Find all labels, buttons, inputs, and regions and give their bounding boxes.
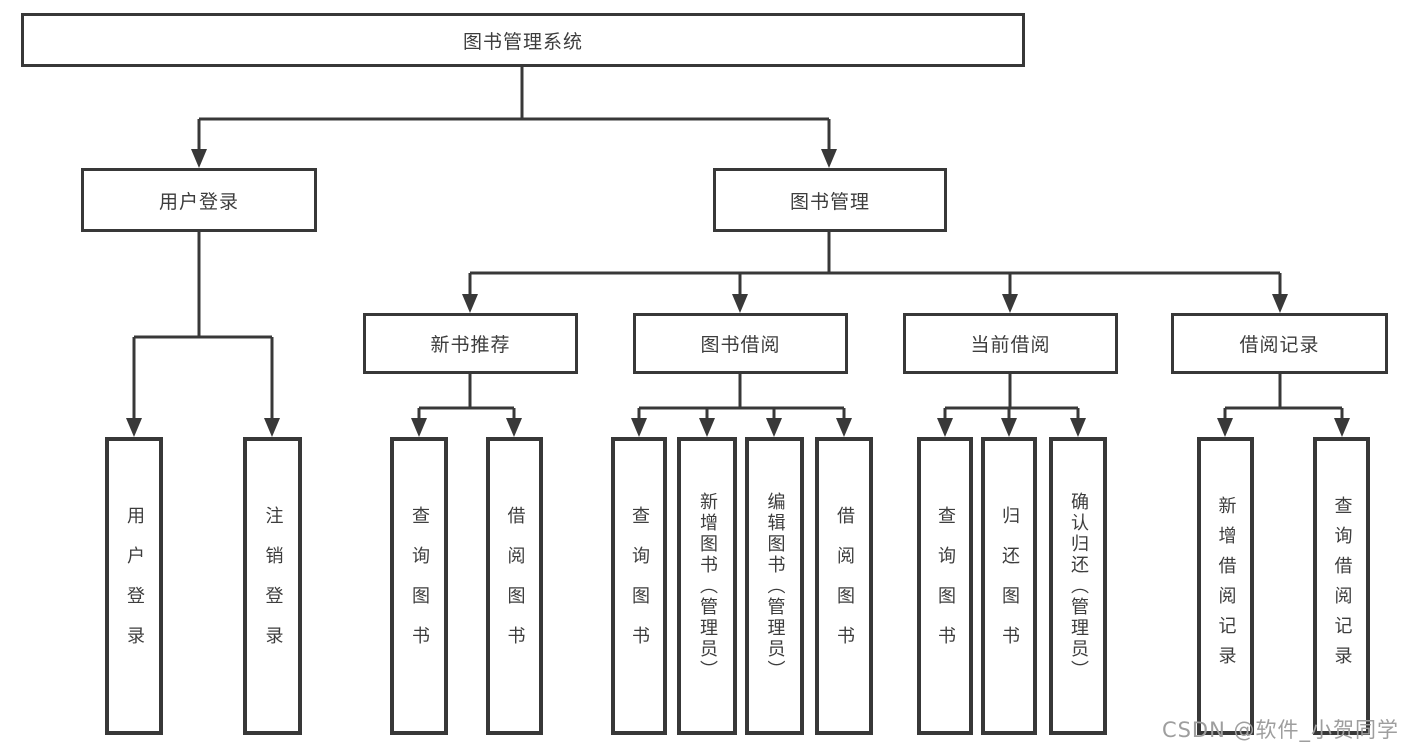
node-leaf-borrow-books-2: 借阅图书 bbox=[815, 437, 873, 735]
node-root-system: 图书管理系统 bbox=[21, 13, 1025, 67]
node-leaf-query-books: 查询图书 bbox=[390, 437, 448, 735]
node-leaf-query-books-2: 查询图书 bbox=[611, 437, 667, 735]
node-leaf-query-borrow-record: 查询借阅记录 bbox=[1313, 437, 1370, 735]
node-book-management: 图书管理 bbox=[713, 168, 947, 232]
node-leaf-edit-books-admin: 编辑图书（管理员） bbox=[745, 437, 804, 735]
node-borrowing-records: 借阅记录 bbox=[1171, 313, 1388, 374]
node-leaf-confirm-return-admin: 确认归还（管理员） bbox=[1049, 437, 1107, 735]
node-leaf-logout: 注销登录 bbox=[243, 437, 302, 735]
node-leaf-query-books-3: 查询图书 bbox=[917, 437, 973, 735]
node-current-borrowing: 当前借阅 bbox=[903, 313, 1118, 374]
csdn-watermark: CSDN @软件_小贺同学 bbox=[1161, 718, 1399, 742]
node-leaf-add-borrow-record: 新增借阅记录 bbox=[1197, 437, 1254, 735]
node-book-borrowing: 图书借阅 bbox=[633, 313, 848, 374]
node-leaf-user-login: 用户登录 bbox=[105, 437, 163, 735]
node-user-login: 用户登录 bbox=[81, 168, 317, 232]
node-leaf-add-books-admin: 新增图书（管理员） bbox=[677, 437, 737, 735]
node-leaf-borrow-books: 借阅图书 bbox=[486, 437, 543, 735]
node-leaf-return-books: 归还图书 bbox=[981, 437, 1037, 735]
node-new-book-recommend: 新书推荐 bbox=[363, 313, 578, 374]
